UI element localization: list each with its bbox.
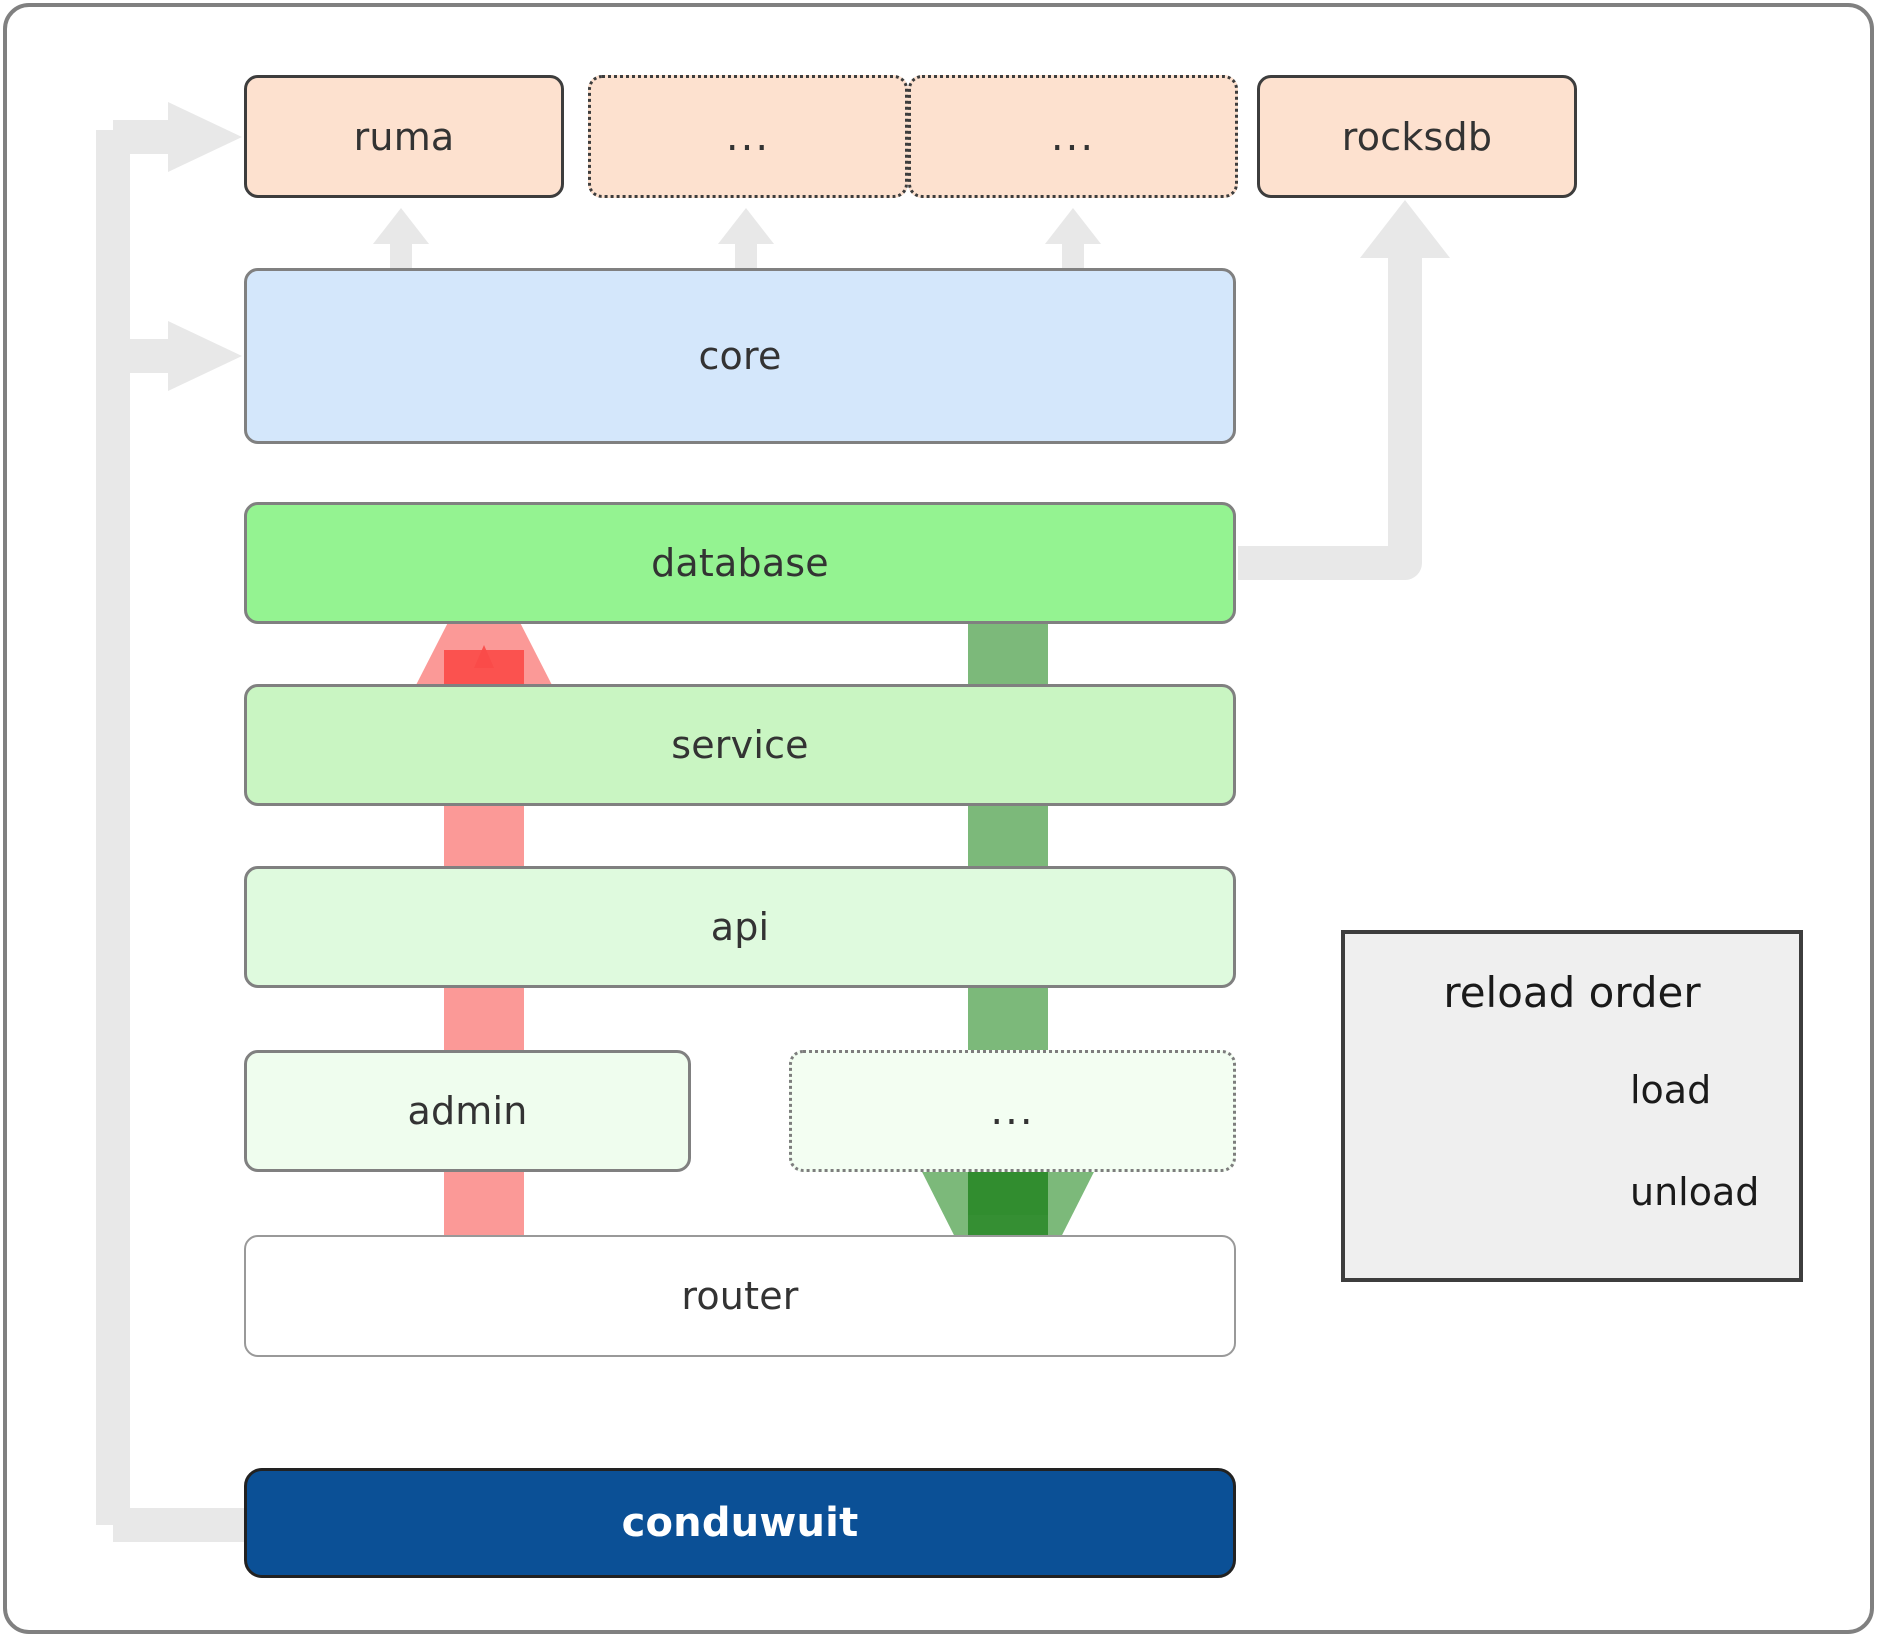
node-conduwuit[interactable]: conduwuit: [244, 1468, 1236, 1578]
node-router-label: router: [681, 1274, 799, 1318]
node-database[interactable]: database: [244, 502, 1236, 624]
node-top-placeholder-b-label: ...: [1050, 113, 1096, 160]
node-admin[interactable]: admin: [244, 1050, 691, 1172]
node-top-placeholder-a-label: ...: [725, 113, 771, 160]
node-admin-label: admin: [407, 1089, 528, 1133]
node-router[interactable]: router: [244, 1235, 1236, 1357]
node-database-label: database: [651, 541, 829, 585]
node-top-placeholder-a[interactable]: ...: [588, 75, 908, 198]
node-service[interactable]: service: [244, 684, 1236, 806]
node-core-label: core: [698, 334, 782, 378]
node-low-placeholder[interactable]: ...: [789, 1050, 1236, 1172]
diagram-outer-frame: [3, 3, 1874, 1634]
node-core[interactable]: core: [244, 268, 1236, 444]
node-rocksdb[interactable]: rocksdb: [1257, 75, 1577, 198]
node-api-label: api: [710, 905, 770, 949]
node-ruma-label: ruma: [353, 114, 455, 159]
legend-item-label-load: load: [1630, 1068, 1712, 1112]
legend-panel: [1341, 930, 1803, 1282]
node-service-label: service: [671, 723, 809, 767]
legend-title: reload order: [1443, 968, 1701, 1017]
node-conduwuit-label: conduwuit: [621, 1500, 859, 1546]
node-api[interactable]: api: [244, 866, 1236, 988]
legend-item-label-unload: unload: [1630, 1170, 1760, 1214]
node-top-placeholder-b[interactable]: ...: [908, 75, 1238, 198]
node-low-placeholder-label: ...: [990, 1088, 1035, 1134]
node-ruma[interactable]: ruma: [244, 75, 564, 198]
node-rocksdb-label: rocksdb: [1341, 114, 1493, 159]
